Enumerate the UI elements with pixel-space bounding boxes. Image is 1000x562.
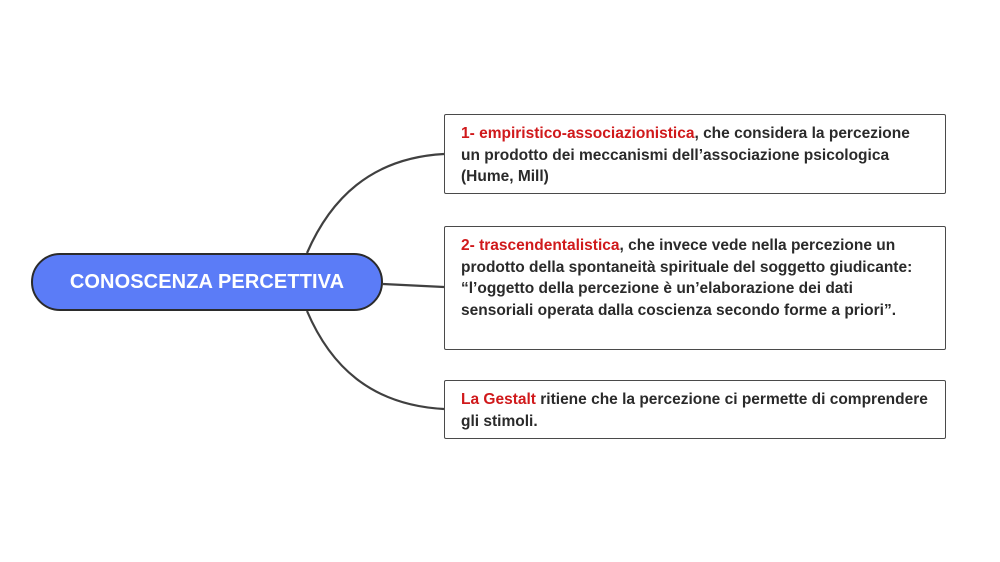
- root-node: CONOSCENZA PERCETTIVA: [31, 253, 383, 311]
- connector-branch-2: [382, 282, 445, 289]
- branch-1-highlight: 1- empiristico-associazionistica: [461, 125, 695, 142]
- branch-box-empiristico: 1- empiristico-associazionistica, che co…: [444, 114, 946, 194]
- branch-3-highlight: La Gestalt: [461, 391, 536, 408]
- branch-2-highlight: 2- trascendentalistica: [461, 237, 620, 254]
- branch-3-text: ritiene che la percezione ci permette di…: [461, 391, 928, 430]
- connector-branch-1: [305, 152, 445, 254]
- branch-2-text: , che invece vede nella percezione un pr…: [461, 237, 913, 319]
- connector-branch-3: [305, 310, 445, 411]
- root-node-label: CONOSCENZA PERCETTIVA: [69, 270, 345, 293]
- branch-1-text: , che considera la percezione un prodott…: [461, 125, 910, 185]
- branch-box-gestalt: La Gestalt ritiene che la percezione ci …: [444, 380, 946, 439]
- branch-box-trascendentalistica: 2- trascendentalistica, che invece vede …: [444, 226, 946, 350]
